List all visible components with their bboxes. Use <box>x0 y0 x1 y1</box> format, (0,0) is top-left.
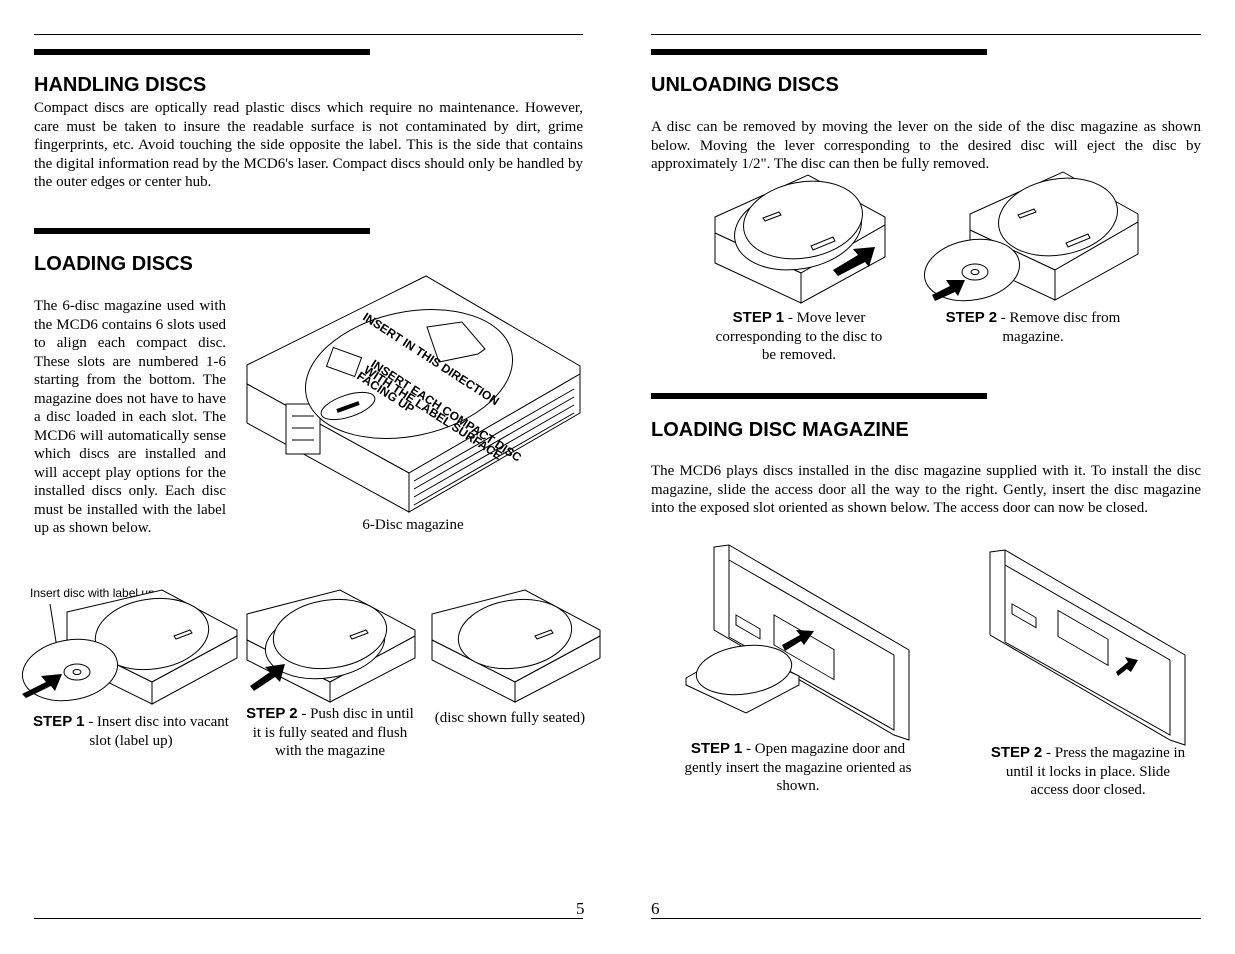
section-bar-handling <box>34 49 370 55</box>
bottom-rule-left <box>34 918 583 919</box>
unload-step1-caption: STEP 1 - Move lever corresponding to the… <box>714 309 884 365</box>
step3-disc-seated-illustration <box>431 589 601 703</box>
unloading-discs-text: A disc can be removed by moving the leve… <box>651 119 1201 172</box>
magazine-caption: 6-Disc magazine <box>362 517 464 533</box>
unload-step1-illustration <box>714 174 886 304</box>
loading-discs-text: The 6-disc magazine used with the MCD6 c… <box>34 298 226 536</box>
step2-label: STEP 2 <box>246 705 298 722</box>
step1-label: STEP 1 <box>33 713 85 730</box>
step2-push-disc-illustration <box>246 589 416 703</box>
loading-magazine-text: The MCD6 plays discs installed in the di… <box>651 463 1201 516</box>
section-bar-loading-magazine <box>651 393 987 399</box>
unload-step2-caption: STEP 2 - Remove disc from magazine. <box>928 309 1138 346</box>
unload-step1-label: STEP 1 <box>732 309 785 326</box>
load-magazine-step1-label: STEP 1 <box>690 740 743 757</box>
callout-insert-label-up: Insert disc with label up <box>30 586 155 600</box>
load-magazine-step2-illustration <box>989 549 1186 746</box>
section-bar-loading <box>34 228 370 234</box>
step2-caption-left: STEP 2 - Push disc in until it is fully … <box>246 705 414 761</box>
load-magazine-step1-illustration <box>685 544 910 741</box>
section-bar-unloading <box>651 49 987 55</box>
heading-unloading-discs: UNLOADING DISCS <box>651 74 839 96</box>
top-rule-right <box>651 34 1201 35</box>
page-number-right: 6 <box>651 899 660 918</box>
unload-step1-text: - Move lever corresponding to the disc t… <box>715 310 883 363</box>
load-magazine-step2-label: STEP 2 <box>990 744 1043 761</box>
step1-text: - Insert disc into vacant slot (label up… <box>84 714 229 749</box>
step3-caption-left: (disc shown fully seated) <box>434 710 586 726</box>
heading-loading-discs: LOADING DISCS <box>34 253 193 275</box>
page-number-left: 5 <box>576 899 585 918</box>
unload-step2-label: STEP 2 <box>945 309 998 326</box>
step1-insert-disc-illustration <box>21 589 238 705</box>
heading-loading-disc-magazine: LOADING DISC MAGAZINE <box>651 419 909 441</box>
unload-step2-illustration <box>923 171 1139 302</box>
load-magazine-step2-text: - Press the magazine in until it locks i… <box>1005 745 1186 798</box>
load-magazine-step1-text: - Open magazine door and gently insert t… <box>684 741 912 794</box>
handling-discs-text: Compact discs are optically read plastic… <box>34 100 583 190</box>
load-magazine-step1-caption: STEP 1 - Open magazine door and gently i… <box>684 740 912 796</box>
step1-caption-left: STEP 1 - Insert disc into vacant slot (l… <box>22 713 240 750</box>
heading-handling-discs: HANDLING DISCS <box>34 74 207 96</box>
top-rule-left <box>34 34 583 35</box>
bottom-rule-right <box>651 918 1201 919</box>
load-magazine-step2-caption: STEP 2 - Press the magazine in until it … <box>990 744 1186 800</box>
step2-text: - Push disc in until it is fully seated … <box>252 706 414 759</box>
unload-step2-text: - Remove disc from magazine. <box>997 310 1121 345</box>
six-disc-magazine-illustration: INSERT IN THIS DIRECTION INSERT EACH COM… <box>246 275 581 513</box>
